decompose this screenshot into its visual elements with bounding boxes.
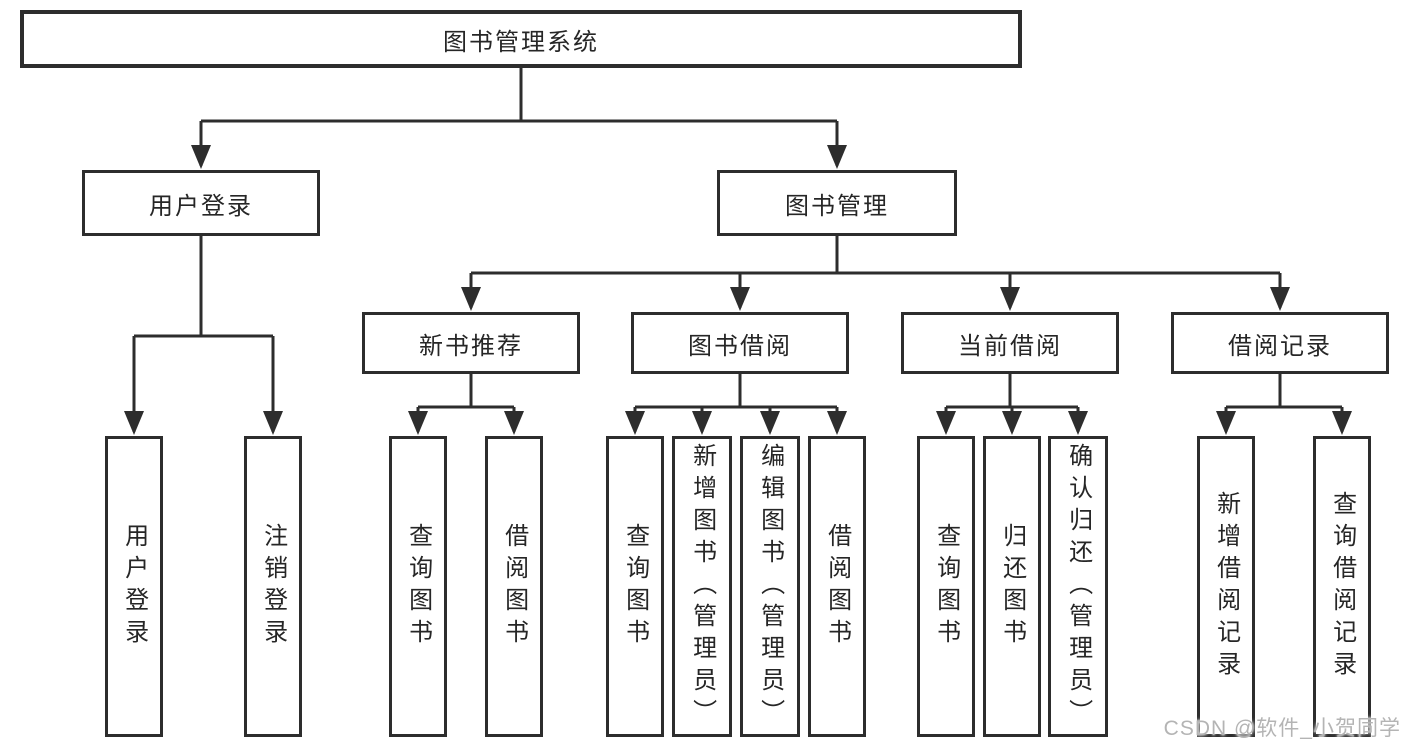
- node-label: 新增图书（管理员）: [688, 442, 716, 731]
- node-add-books-admin: 新增图书（管理员）: [672, 436, 732, 737]
- node-user-login: 用户登录: [82, 170, 320, 236]
- connectors-root-to-level2: [191, 68, 847, 169]
- connectors-new-book-recommend-children: [408, 374, 524, 435]
- node-label: 用户登录: [120, 522, 148, 651]
- node-label: 确认归还（管理员）: [1064, 442, 1092, 731]
- node-query-books-under-borrowing: 查询图书: [606, 436, 664, 737]
- node-label: 图书管理系统: [443, 28, 599, 56]
- node-label: 归还图书: [998, 522, 1026, 651]
- node-label: 查询图书: [404, 522, 432, 651]
- node-label: 图书借阅: [688, 332, 792, 360]
- node-label: 编辑图书（管理员）: [756, 442, 784, 731]
- node-add-borrow-record: 新增借阅记录: [1197, 436, 1255, 737]
- node-logout-leaf: 注销登录: [244, 436, 302, 737]
- node-label: 当前借阅: [958, 332, 1062, 360]
- connectors-borrowing-records-children: [1216, 374, 1352, 435]
- node-label: 借阅图书: [823, 522, 851, 651]
- node-confirm-return-admin: 确认归还（管理员）: [1048, 436, 1108, 737]
- node-label: 借阅图书: [500, 522, 528, 651]
- node-label: 新书推荐: [419, 332, 523, 360]
- node-return-books: 归还图书: [983, 436, 1041, 737]
- node-new-book-recommend: 新书推荐: [362, 312, 580, 374]
- connectors-user-login-children: [124, 236, 283, 435]
- node-borrowing-records: 借阅记录: [1171, 312, 1389, 374]
- node-query-borrow-record: 查询借阅记录: [1313, 436, 1371, 737]
- connectors-book-management-children: [461, 236, 1290, 311]
- node-query-books-under-current: 查询图书: [917, 436, 975, 737]
- node-book-borrowing: 图书借阅: [631, 312, 849, 374]
- connectors-book-borrowing-children: [625, 374, 847, 435]
- node-book-management: 图书管理: [717, 170, 957, 236]
- node-book-management-system: 图书管理系统: [20, 10, 1022, 68]
- csdn-watermark: CSDN @软件_小贺同学: [1163, 717, 1401, 740]
- node-current-borrowing: 当前借阅: [901, 312, 1119, 374]
- node-query-books-under-recommend: 查询图书: [389, 436, 447, 737]
- node-label: 注销登录: [259, 522, 287, 651]
- node-label: 用户登录: [149, 192, 253, 220]
- node-label: 借阅记录: [1228, 332, 1332, 360]
- node-borrow-books-under-borrowing: 借阅图书: [808, 436, 866, 737]
- node-label: 查询图书: [932, 522, 960, 651]
- node-label: 图书管理: [785, 192, 889, 220]
- node-user-login-leaf: 用户登录: [105, 436, 163, 737]
- node-label: 查询借阅记录: [1328, 490, 1356, 683]
- node-label: 新增借阅记录: [1212, 490, 1240, 683]
- connectors-current-borrowing-children: [936, 374, 1088, 435]
- node-label: 查询图书: [621, 522, 649, 651]
- node-edit-books-admin: 编辑图书（管理员）: [740, 436, 800, 737]
- node-borrow-books-under-recommend: 借阅图书: [485, 436, 543, 737]
